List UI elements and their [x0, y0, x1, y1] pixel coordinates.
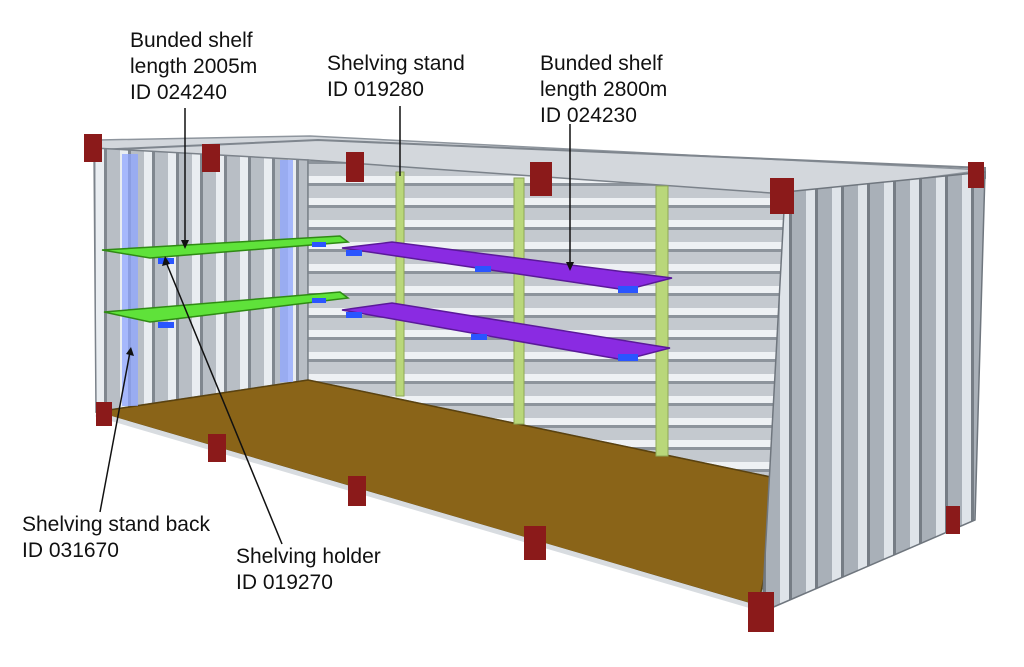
- corner-casting: [530, 162, 552, 196]
- shelf-holder: [618, 354, 638, 361]
- label-line: length 2005m: [130, 55, 258, 78]
- leader-shelving-stand-back: [99, 351, 131, 513]
- shelving-holder-part: [312, 242, 326, 247]
- corner-casting: [524, 526, 546, 560]
- corner-casting: [946, 506, 960, 534]
- corner-casting: [748, 592, 774, 632]
- corner-casting: [346, 152, 364, 182]
- stand-back-upright-1: [122, 154, 138, 406]
- label-line: ID 024240: [130, 81, 227, 104]
- label-line: ID 024230: [540, 104, 637, 127]
- corner-casting: [968, 162, 984, 188]
- corner-casting: [208, 434, 226, 462]
- label-line: Shelving stand back: [22, 513, 210, 536]
- shelving-stand-3: [655, 185, 669, 457]
- label-bunded-shelf-short: Bunded shelf length 2005m ID 024240: [130, 28, 257, 106]
- label-line: Shelving stand: [327, 52, 465, 75]
- arrowhead: [126, 347, 134, 356]
- shelf-holder: [346, 312, 362, 318]
- shelving-stand-2: [513, 177, 525, 425]
- arrowhead: [181, 240, 189, 249]
- label-line: ID 019270: [236, 571, 333, 594]
- corner-casting: [96, 402, 112, 426]
- shelf-holder: [618, 286, 638, 293]
- label-line: Bunded shelf: [540, 52, 663, 75]
- shelf-holder: [346, 250, 362, 256]
- corner-casting: [770, 178, 794, 214]
- right-end-wall: [761, 171, 986, 614]
- floor-front-rail: [95, 411, 759, 611]
- label-bunded-shelf-long: Bunded shelf length 2800m ID 024230: [540, 51, 667, 129]
- bunded-shelf-short-bottom: [103, 291, 350, 323]
- shelf-holder: [475, 266, 491, 272]
- label-shelving-stand-back: Shelving stand back ID 031670: [22, 512, 210, 564]
- leader-shelving-holder: [165, 261, 283, 545]
- shelving-holder-part: [158, 322, 174, 328]
- corner-casting: [202, 144, 220, 172]
- stand-back-upright-2: [280, 160, 293, 382]
- corner-casting: [84, 134, 102, 162]
- label-line: Shelving holder: [236, 545, 381, 568]
- arrowhead: [566, 262, 574, 271]
- corner-casting: [348, 476, 366, 506]
- shelf-holder: [471, 334, 487, 340]
- label-shelving-stand: Shelving stand ID 019280: [327, 51, 465, 103]
- label-shelving-holder: Shelving holder ID 019270: [236, 544, 381, 596]
- label-line: Bunded shelf: [130, 29, 253, 52]
- arrowhead: [162, 256, 170, 266]
- bunded-shelf-short-top: [101, 235, 351, 259]
- label-line: length 2800m: [540, 78, 668, 101]
- label-line: ID 031670: [22, 539, 119, 562]
- bunded-shelf-long-bottom: [341, 302, 671, 361]
- bunded-shelf-long-top: [341, 241, 673, 291]
- shelving-holder-part: [312, 298, 326, 303]
- shelving-stand-1: [395, 171, 405, 397]
- label-line: ID 019280: [327, 78, 424, 101]
